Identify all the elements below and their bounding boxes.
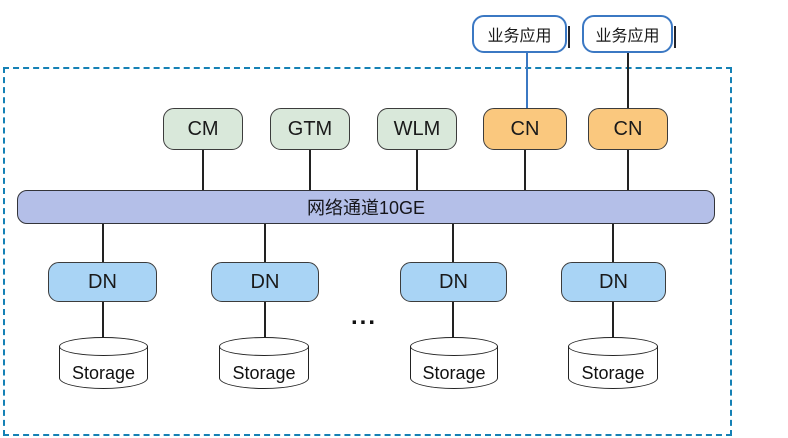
connector-line — [627, 53, 629, 108]
dn-node-1: DN — [48, 262, 157, 302]
service-node-label: CM — [187, 117, 219, 140]
connector-line — [202, 150, 204, 190]
dn-node-label: DN — [599, 270, 628, 293]
cluster-boundary — [3, 67, 732, 436]
service-node-wlm: WLM — [377, 108, 457, 150]
service-node-cn-2: CN — [588, 108, 668, 150]
ellipsis-more-nodes: ... — [351, 303, 378, 330]
app-node-business-app-2: 业务应用 — [582, 15, 676, 53]
storage-cylinder-2: Storage — [219, 337, 309, 389]
storage-label: Storage — [232, 362, 296, 383]
connector-line — [526, 53, 528, 108]
cylinder-top-ellipse — [219, 337, 309, 356]
connector-line — [264, 224, 266, 262]
dn-node-4: DN — [561, 262, 666, 302]
cylinder-top-ellipse — [410, 337, 498, 356]
connector-line — [612, 224, 614, 262]
storage-label: Storage — [581, 362, 645, 383]
app-node-business-app-1: 业务应用 — [472, 15, 570, 53]
stacked-copy-edge — [568, 26, 570, 48]
cylinder-top-ellipse — [568, 337, 658, 356]
storage-cylinder-3: Storage — [410, 337, 498, 389]
connector-line — [416, 150, 418, 190]
service-node-label: GTM — [287, 117, 333, 140]
storage-cylinder-1: Storage — [59, 337, 148, 389]
dn-node-label: DN — [250, 270, 280, 293]
storage-cylinder-4: Storage — [568, 337, 658, 389]
connector-line — [102, 302, 104, 338]
connector-line — [309, 150, 311, 190]
network-channel-label: 网络通道10GE — [306, 198, 426, 218]
service-node-label: CN — [510, 117, 540, 140]
connector-line — [102, 224, 104, 262]
service-node-label: WLM — [393, 117, 441, 140]
connector-line — [452, 224, 454, 262]
app-node-label: 业务应用 — [595, 28, 660, 45]
connector-line — [612, 302, 614, 338]
app-node-label: 业务应用 — [487, 28, 552, 45]
storage-label: Storage — [422, 362, 486, 383]
dn-node-label: DN — [88, 270, 117, 293]
stacked-copy-edge — [674, 26, 676, 48]
connector-line — [264, 302, 266, 338]
connector-line — [627, 150, 629, 190]
connector-line — [524, 150, 526, 190]
service-node-cm: CM — [163, 108, 243, 150]
service-node-label: CN — [613, 117, 643, 140]
storage-label: Storage — [71, 362, 136, 383]
connector-line — [452, 302, 454, 338]
service-node-cn-1: CN — [483, 108, 567, 150]
dn-node-label: DN — [439, 270, 468, 293]
network-channel-bar: 网络通道10GE — [17, 190, 715, 224]
dn-node-2: DN — [211, 262, 319, 302]
dn-node-3: DN — [400, 262, 507, 302]
cylinder-top-ellipse — [59, 337, 148, 356]
service-node-gtm: GTM — [270, 108, 350, 150]
